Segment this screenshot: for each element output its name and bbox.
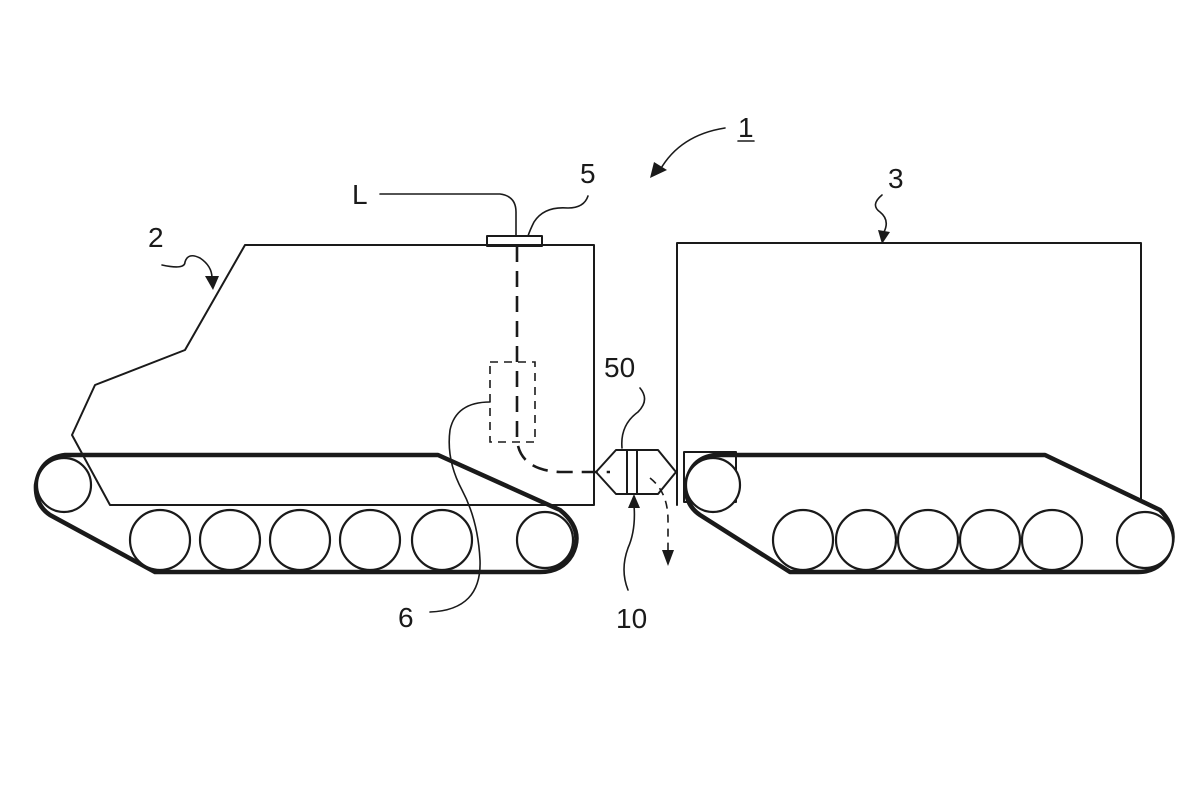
leader-l	[379, 193, 517, 237]
rear-track-sprocket	[1115, 510, 1175, 570]
front-vehicle-body	[71, 244, 595, 506]
rear-road-wheel-1	[771, 508, 835, 572]
leader-2-arrowhead-icon	[205, 276, 219, 290]
label-3: 3	[888, 163, 904, 194]
front-road-wheel-2	[198, 508, 262, 572]
leader-1	[659, 127, 726, 171]
front-road-wheel-1	[128, 508, 192, 572]
label-10: 10	[616, 603, 647, 634]
tank-6	[489, 361, 536, 443]
front-track-sprocket	[515, 510, 575, 570]
leader-3-arrowhead-icon	[878, 230, 890, 244]
label-50: 50	[604, 352, 635, 383]
leader-3	[874, 194, 888, 233]
leader-1-arrowhead-icon	[650, 162, 667, 178]
leader-50	[621, 387, 646, 449]
rear-road-wheel-2	[834, 508, 898, 572]
label-5: 5	[580, 158, 596, 189]
leader-6	[429, 401, 491, 613]
rear-road-wheel-5	[1020, 508, 1084, 572]
front-vehicle	[33, 235, 610, 575]
reference-labels: 1 2 3 L 5 6 50 10	[148, 112, 904, 634]
rear-track-idler	[684, 456, 742, 514]
rear-road-wheel-3	[896, 508, 960, 572]
rear-road-wheel-4	[958, 508, 1022, 572]
outlet-arrow-icon	[662, 550, 674, 566]
leader-10-arrowhead-icon	[628, 494, 640, 508]
label-l: L	[352, 179, 368, 210]
inlet-5	[486, 235, 543, 247]
front-track	[33, 452, 579, 575]
rear-vehicle-body	[676, 242, 1142, 506]
label-1: 1	[738, 112, 754, 143]
front-track-idler	[35, 456, 93, 514]
dashed-line-l	[515, 246, 610, 474]
rear-vehicle	[676, 242, 1175, 575]
leader-5	[527, 195, 589, 237]
label-6: 6	[398, 602, 414, 633]
label-2: 2	[148, 222, 164, 253]
leader-lines	[161, 127, 890, 613]
front-road-wheel-4	[338, 508, 402, 572]
rear-track	[683, 452, 1175, 575]
leader-2	[161, 254, 213, 279]
outlet-flow	[649, 477, 669, 550]
front-road-wheel-5	[410, 508, 474, 572]
front-road-wheel-3	[268, 508, 332, 572]
leader-10	[623, 504, 636, 591]
